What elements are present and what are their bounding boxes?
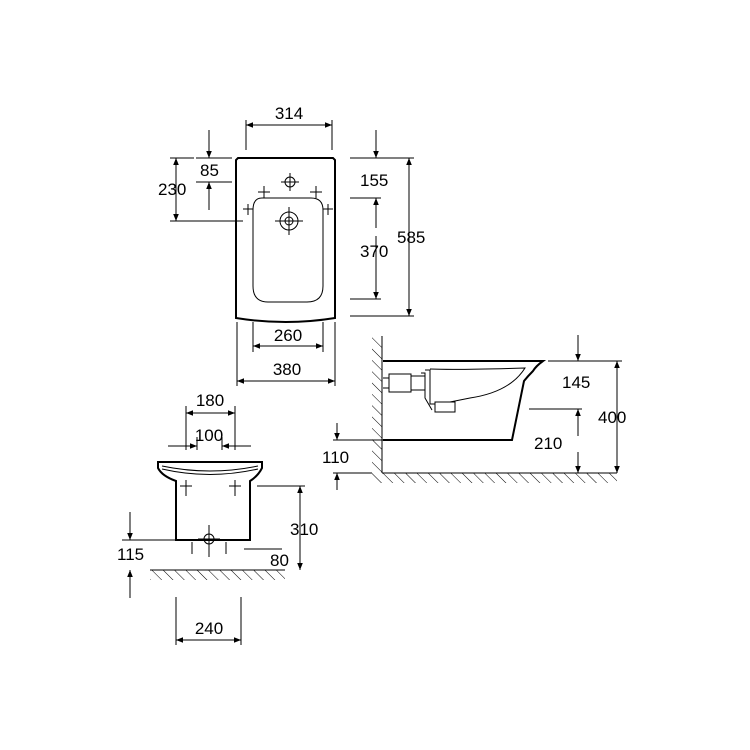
dim-100-label: 100 [195, 426, 223, 445]
dim-110-label: 110 [322, 448, 349, 467]
top-view-outline [235, 157, 336, 323]
dim-115-label: 115 [117, 545, 144, 564]
dim-145-label: 145 [562, 373, 590, 392]
dim-240-label: 240 [195, 619, 223, 638]
fixing-hole-left-icon [258, 186, 270, 198]
overflow-right-icon [323, 204, 333, 215]
drain-icon [275, 207, 303, 235]
dim-230-label: 230 [158, 180, 186, 199]
fixing-hole-right-icon [229, 480, 241, 496]
front-view-outline [157, 461, 263, 541]
front-view: 180 100 310 80 115 240 [117, 391, 318, 645]
top-view: 314 85 230 155 370 585 260 [158, 104, 425, 386]
side-view-outline [383, 360, 547, 441]
dim-400-label: 400 [598, 408, 626, 427]
dim-85-label: 85 [200, 161, 219, 180]
fixing-hole-right-icon [310, 186, 322, 198]
top-view-bowl [252, 197, 324, 303]
dim-260-label: 260 [274, 326, 302, 345]
dim-180-label: 180 [196, 391, 224, 410]
dim-155-label: 155 [360, 171, 388, 190]
wall-hatch [372, 336, 382, 473]
floor-hatch [150, 570, 285, 580]
waste-fitting-icon [383, 369, 456, 413]
drain-icon [191, 525, 227, 557]
dim-585-label: 585 [397, 228, 425, 247]
dim-380-label: 380 [273, 360, 301, 379]
side-view: 145 400 210 110 [322, 335, 626, 490]
fixing-hole-left-icon [180, 480, 192, 496]
overflow-left-icon [243, 204, 253, 215]
side-floor-hatch [372, 473, 617, 483]
dim-310-label: 310 [290, 520, 318, 539]
dim-210-label: 210 [534, 434, 562, 453]
tap-hole-icon [281, 173, 299, 191]
dim-314-label: 314 [275, 104, 303, 123]
dim-370-label: 370 [360, 242, 388, 261]
dim-80-label: 80 [270, 551, 289, 570]
